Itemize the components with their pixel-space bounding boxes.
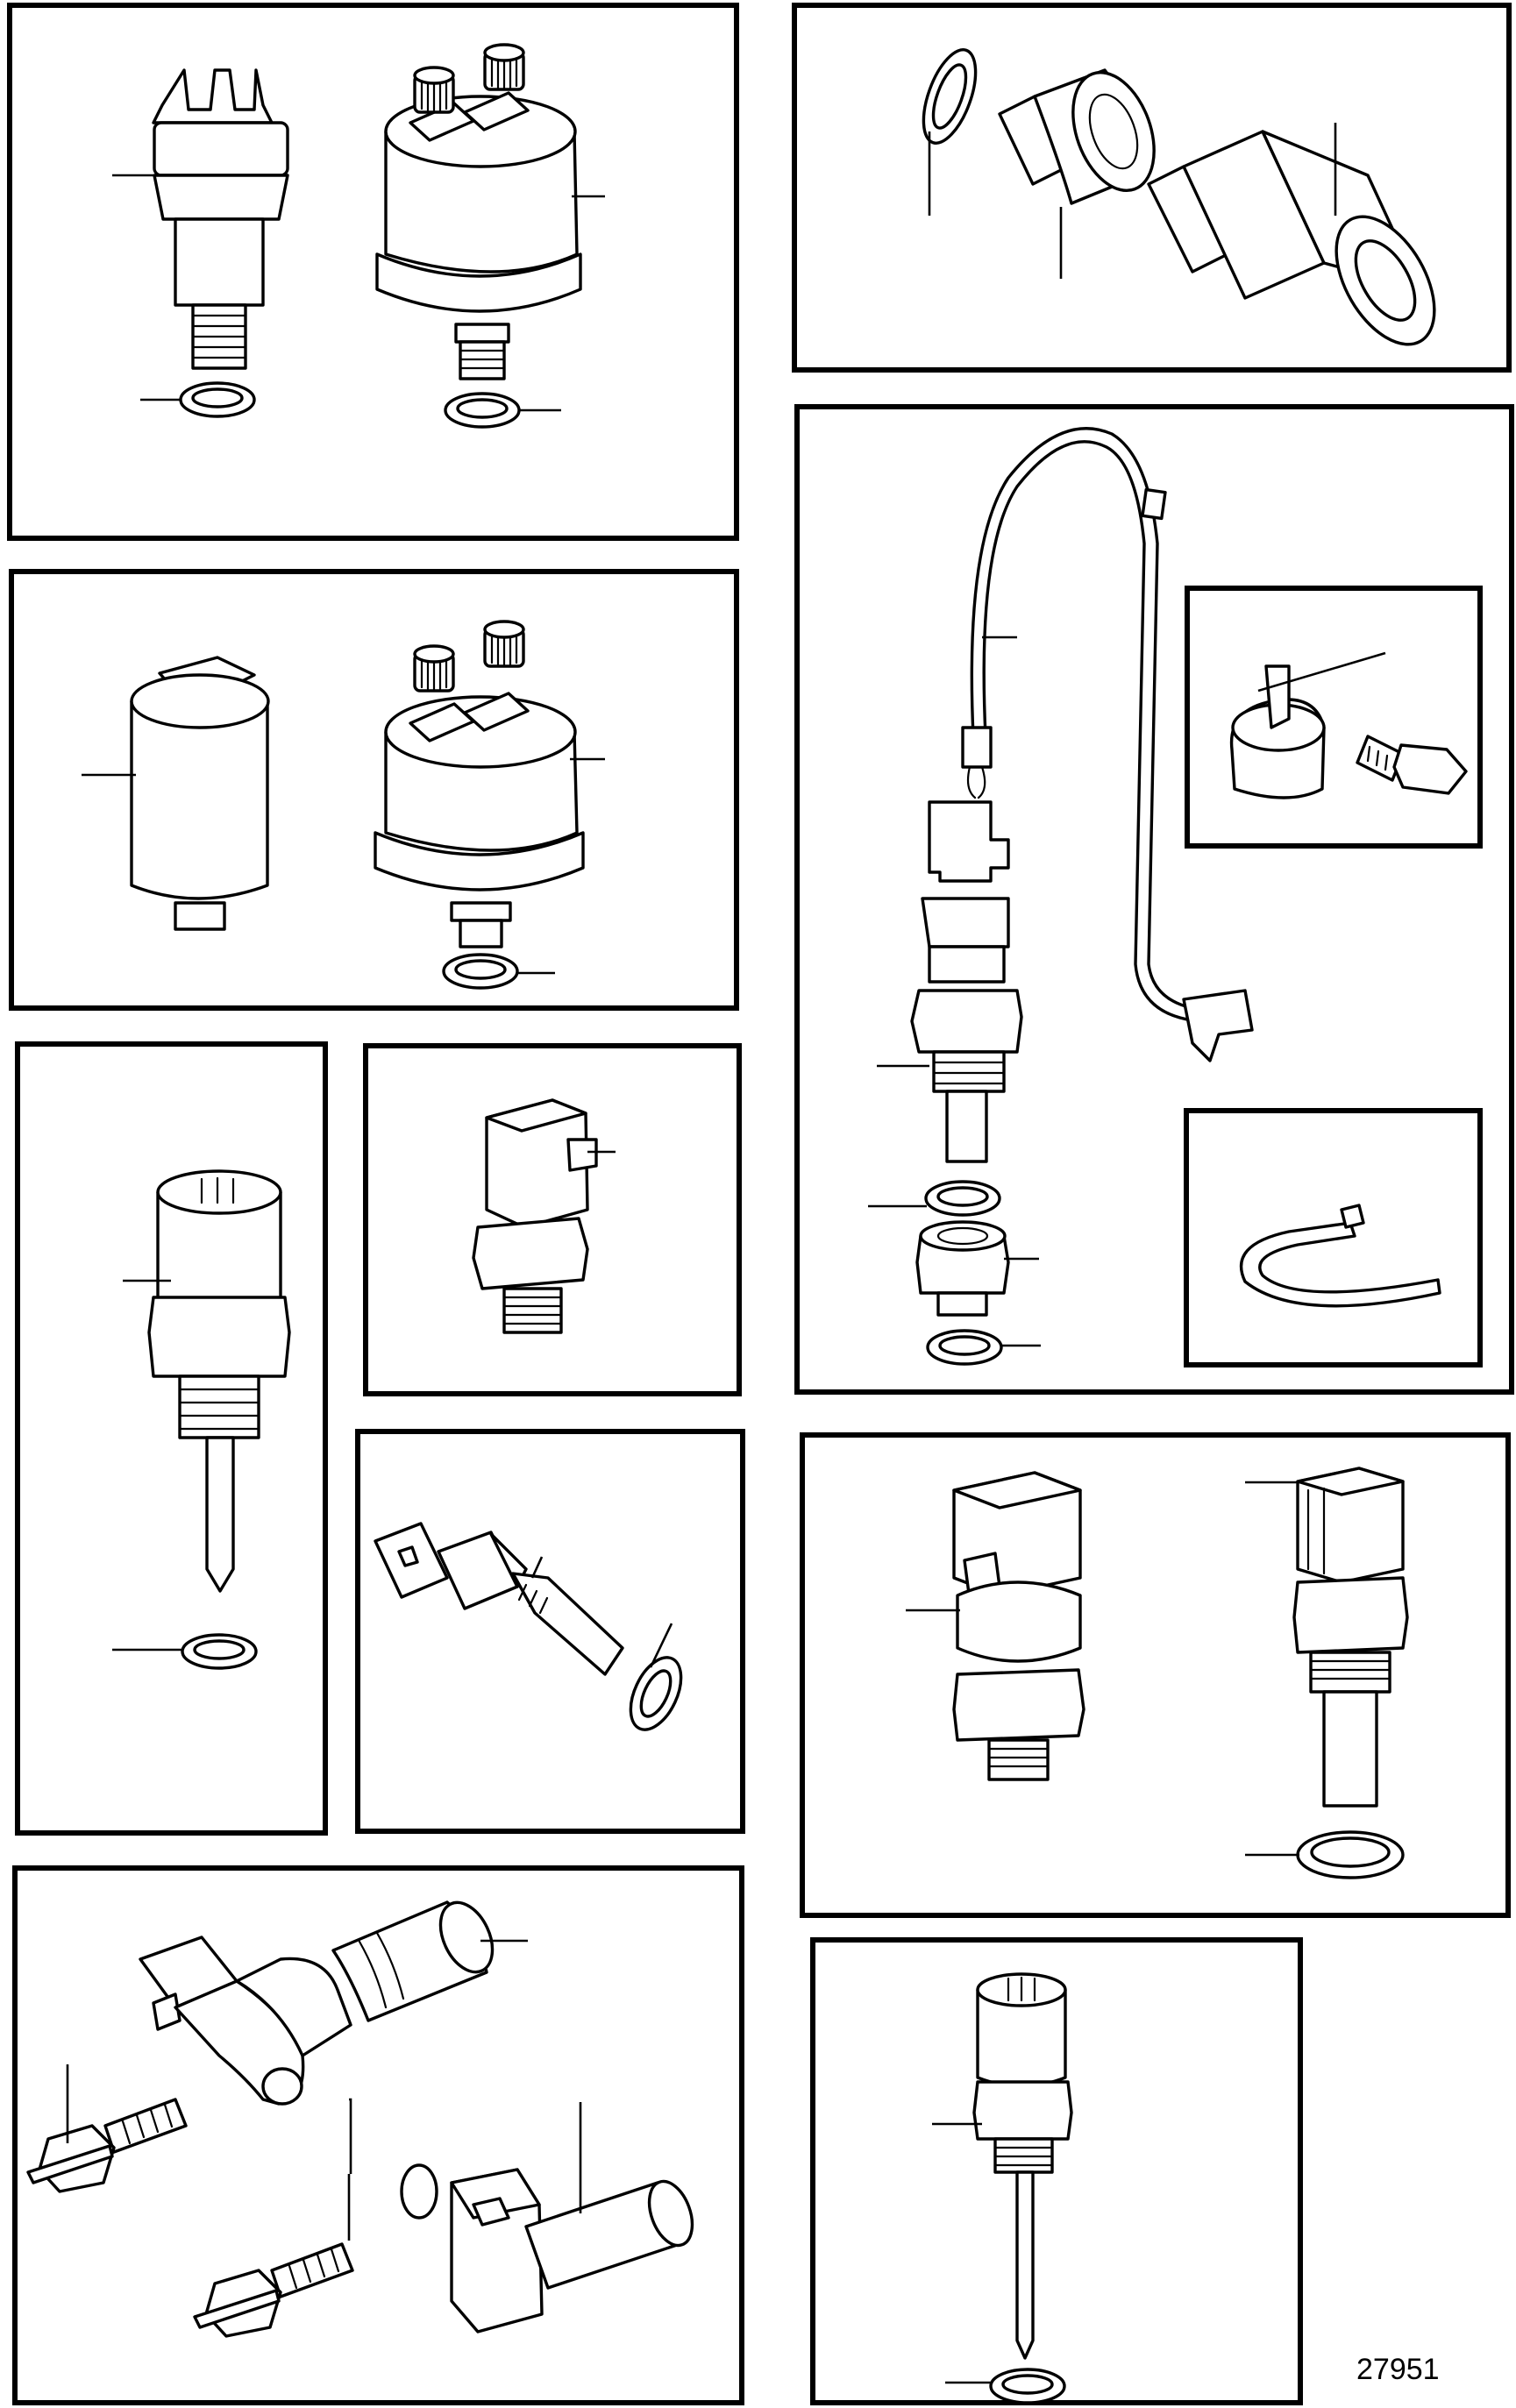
temperature-sensor-part [972, 1972, 1073, 2360]
oil-pressure-sensor-part [375, 43, 582, 380]
speed-sensor-part [139, 1900, 495, 2106]
adapter-part [998, 68, 1156, 205]
panel-clamp [1185, 586, 1483, 849]
panel-temperature-sensor-bottom [810, 1937, 1303, 2405]
temperature-sensor-part [374, 1522, 624, 1676]
panel-temperature-sensor-angled [355, 1429, 745, 1834]
pressure-sensor-part [1147, 130, 1436, 346]
panel-cable-tie [1184, 1108, 1483, 1367]
sealing-washer-part [924, 1180, 1001, 1217]
panel-oil-pressure-sensors-middle [9, 569, 739, 1011]
sealing-washer-part [179, 381, 256, 418]
sealing-washer-part [444, 392, 521, 429]
speed-sensor-part [400, 2163, 694, 2333]
oil-pressure-sensor-part [374, 620, 585, 948]
temperature-sensor-part [147, 1169, 291, 1593]
sealing-washer-part [922, 48, 978, 145]
temperature-sensor-part [1292, 1467, 1409, 1808]
sealing-washer-part [989, 2368, 1066, 2404]
clamp-part [1229, 664, 1326, 799]
panel-oil-pressure-sensors-top [7, 3, 739, 541]
pressure-switch-part [130, 656, 270, 931]
screw-part [26, 2098, 188, 2193]
sealing-washer-part [442, 953, 519, 990]
adapter-part [915, 1220, 1010, 1317]
sealing-washer-part [926, 1329, 1003, 1366]
panel-pressure-sensor-small [363, 1043, 742, 1396]
pressure-switch-part [152, 68, 289, 370]
screw-part [193, 2242, 354, 2338]
reference-number: 27951 [1356, 2353, 1440, 2386]
cable-tie-part [1240, 1204, 1441, 1308]
temperature-sensor-part [910, 989, 1023, 1163]
panel-speed-sensors [12, 1865, 744, 2405]
sealing-washer-part [629, 1656, 683, 1731]
pressure-sensor-part [952, 1471, 1085, 1781]
sealing-washer-part [1296, 1830, 1405, 1879]
panel-temperature-sensor-left [15, 1041, 328, 1836]
screw-part [1356, 735, 1468, 795]
panel-pressure-sensor-adapter [792, 3, 1512, 373]
sealing-washer-part [181, 1633, 258, 1670]
panel-temperature-sensor-harness [794, 404, 1514, 1395]
panel-pressure-temperature-sensors [800, 1432, 1511, 1918]
cable-harness-part [921, 427, 1254, 1062]
pressure-sensor-part [472, 1098, 598, 1334]
